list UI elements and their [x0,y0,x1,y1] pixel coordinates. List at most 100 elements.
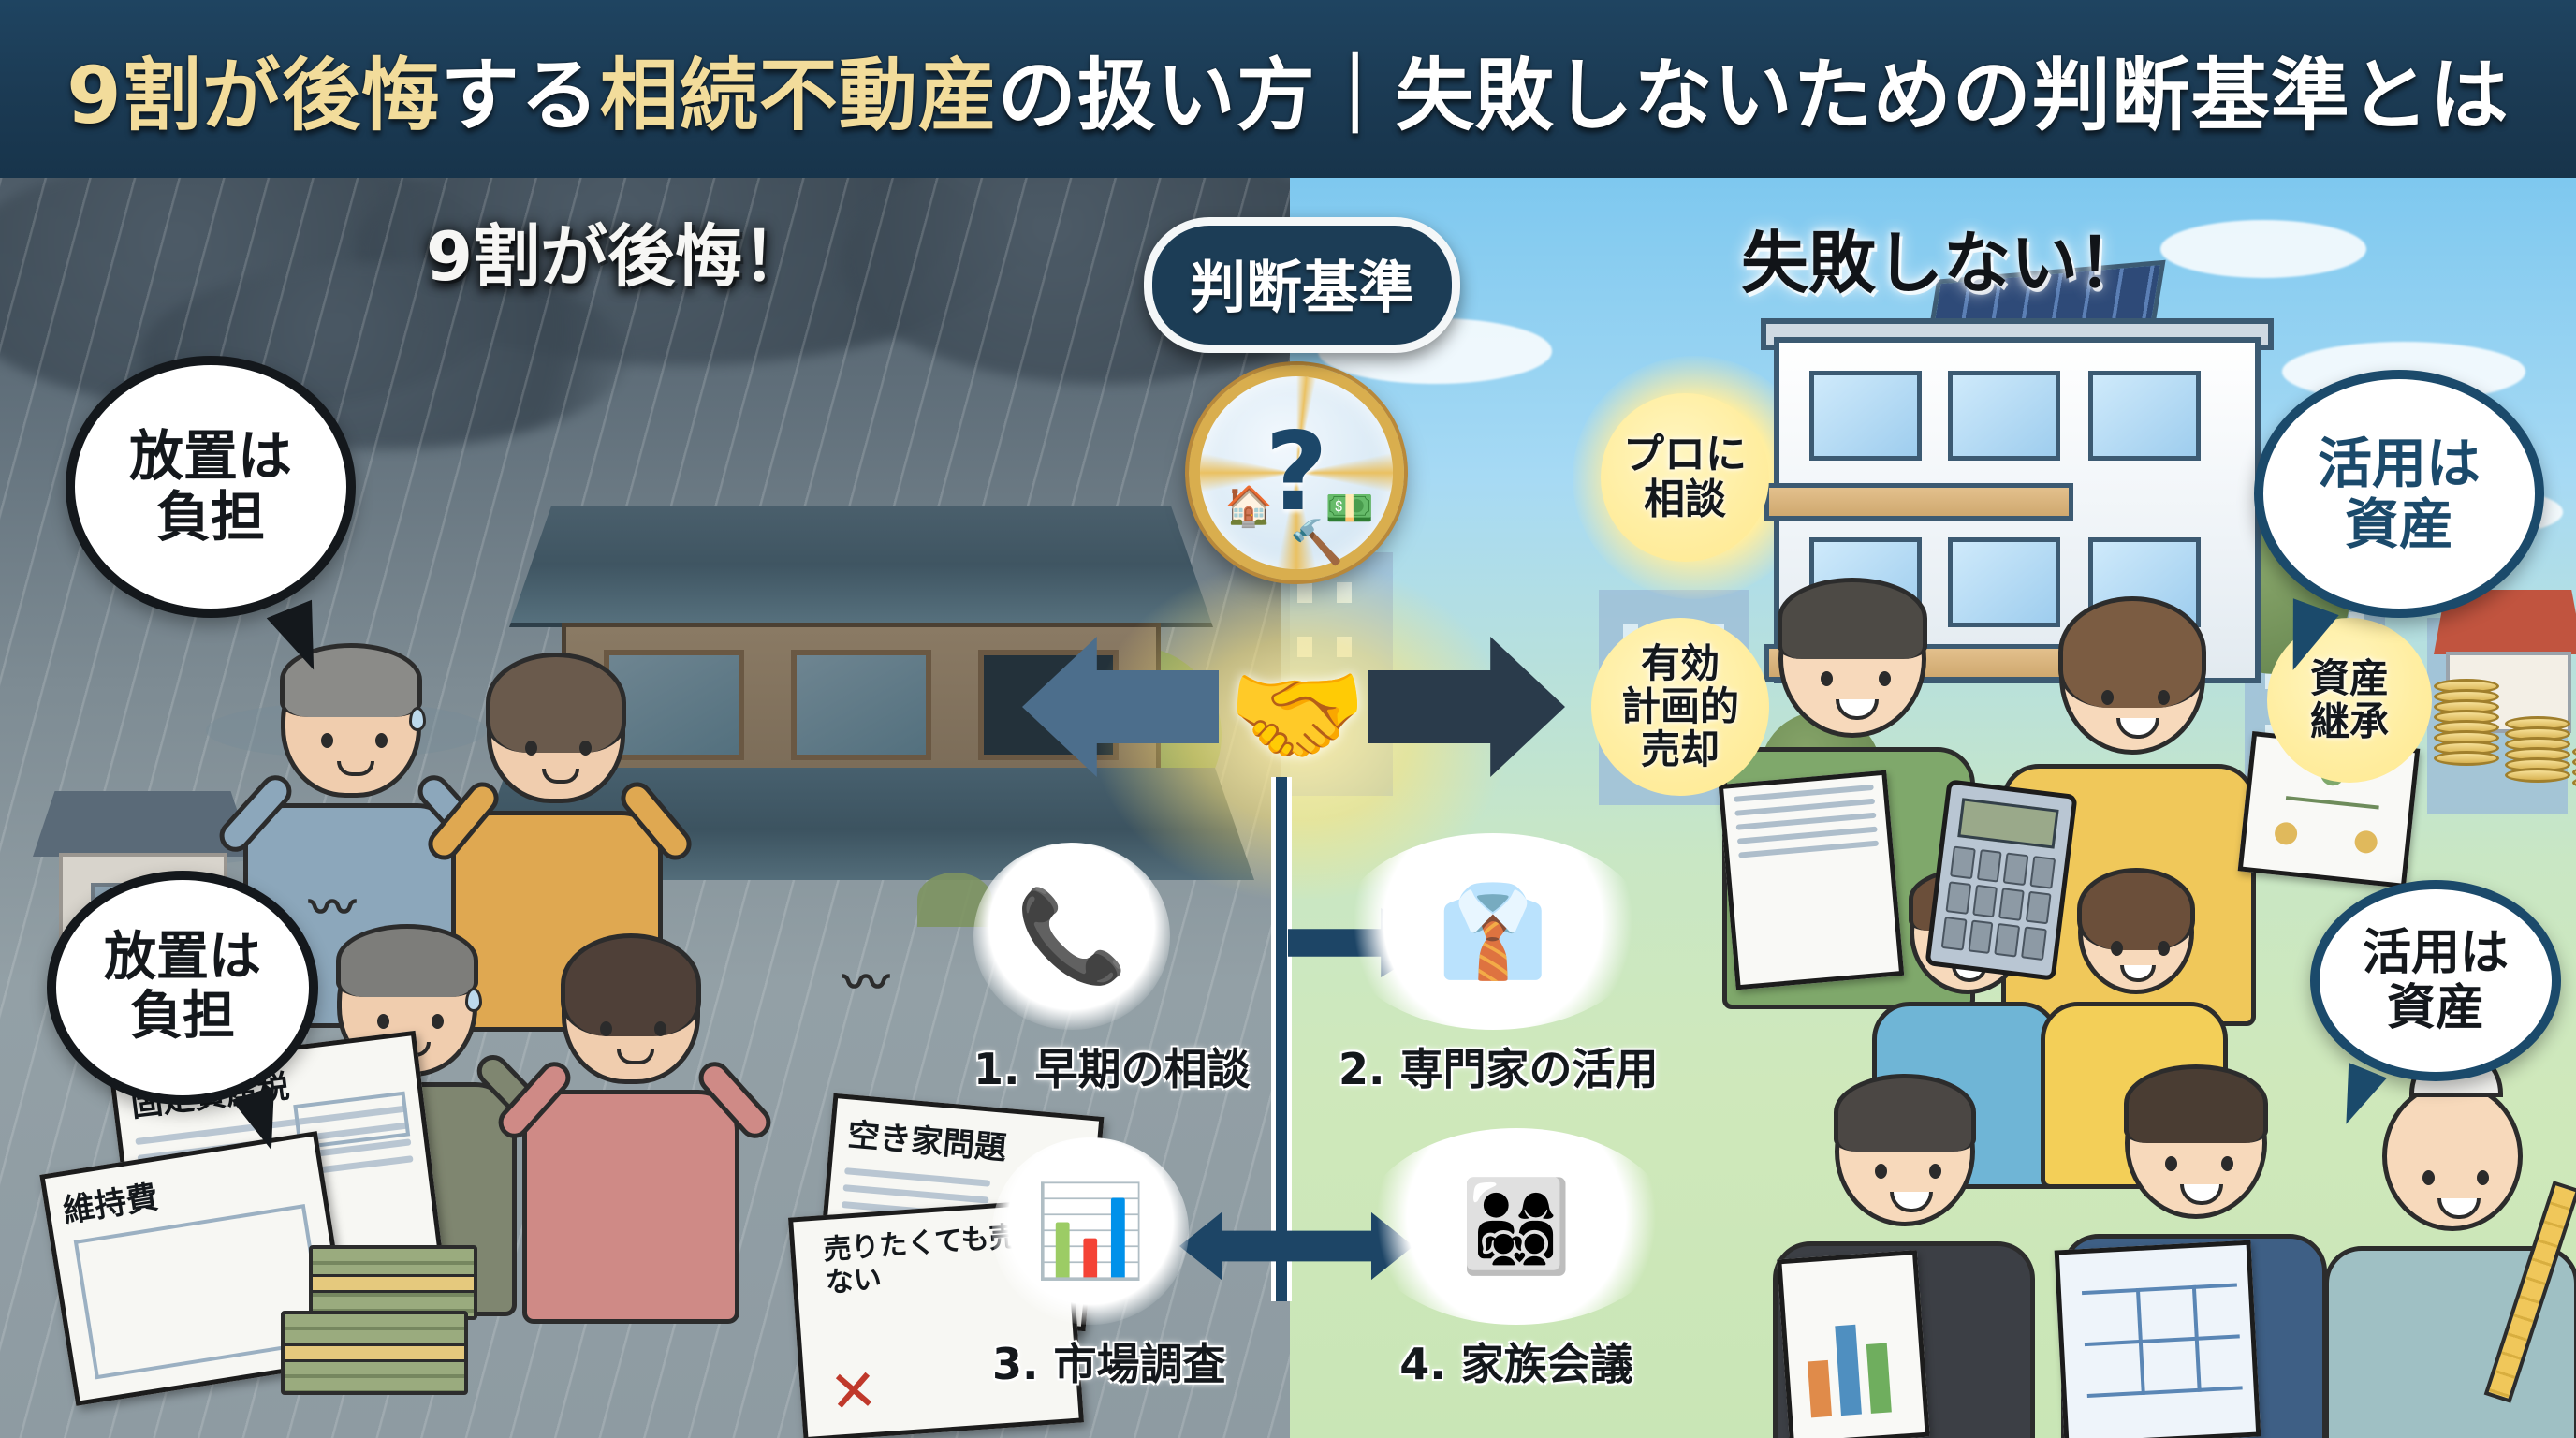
head-shape [2124,1064,2268,1219]
sweat-drop-icon [465,988,482,1012]
sweat-drop-icon [409,707,426,731]
worried-woman-lower [491,933,778,1324]
eye-shape [600,1021,612,1036]
torso-shape [522,1090,739,1324]
eye-shape [2158,941,2170,956]
gavel-icon: 🔨 [1290,517,1344,567]
bubble-line-2: 資産 [2344,492,2453,556]
stress-squiggle-icon: 〰 [309,881,356,935]
eye-shape [321,733,333,748]
torso-shape [451,811,663,1032]
head-shape [1834,1074,1976,1226]
calculator-screen [1957,798,2059,849]
flow-connector-line [1271,777,1292,1301]
hair-shape [486,653,626,753]
frown-shape [542,769,579,784]
smile-shape [2120,965,2156,982]
step-1-label: 1. 早期の相談 [973,1044,1251,1094]
head-shape [336,924,482,1077]
window-shape [1948,537,2060,627]
eye-shape [377,1014,389,1029]
eye-shape [432,1014,444,1029]
bar-shape [1807,1359,1833,1418]
judgement-criteria-badge: 判断基準 [1144,217,1460,353]
head-shape [2058,596,2206,755]
head-shape [561,933,701,1084]
blueprint-line [2084,1334,2240,1347]
market-research-icon: 📊 [992,1137,1189,1325]
happy-father-figure [1722,578,1975,1009]
cash-stack-icon [281,1311,468,1395]
step-3-label: 3. 市場調査 [992,1339,1226,1389]
bubble-line-2: 負担 [155,485,265,549]
eye-shape [1879,671,1891,686]
broken-window-icon [791,650,931,760]
badge-effective-planned-sale: 有効 計画的 売却 [1591,618,1769,796]
node-shape [2353,829,2378,855]
connector-shape [2285,796,2379,810]
badge-line-2: 継承 [2309,698,2389,744]
title-segment-2: する [440,49,600,141]
title-segment-1: 9割が後悔 [66,49,441,141]
eye-shape [525,741,537,756]
eye-shape [375,733,388,748]
node-shape [2273,821,2299,846]
phone-consult-icon: 📞 [973,843,1170,1030]
balcony-shape [1764,483,2073,521]
title-segment-3: 相続不動産 [599,49,998,141]
badge-consult-professional: プロに 相談 [1601,393,1769,562]
bubble-line-1: 活用は [2362,925,2509,982]
page-title: 9割が後悔する相続不動産の扱い方｜失敗しないための判断基準とは [66,33,2510,146]
step-1-early-consultation: 📞 1. 早期の相談 [973,843,1251,1097]
eye-shape [2422,1170,2435,1185]
eye-shape [1929,1164,1941,1179]
bar-shape [1835,1324,1862,1416]
smile-shape [2180,1184,2223,1205]
blueprint-line [2081,1283,2237,1296]
eye-shape [2111,941,2123,956]
eye-shape [2165,1156,2177,1171]
eye-shape [1821,671,1833,686]
hair-shape [336,924,478,997]
bubble-line-1: 活用は [2317,431,2481,495]
eye-shape [654,1021,666,1036]
badge-line-1: 有効 [1640,639,1720,686]
bubble-line-2: 負担 [130,986,235,1047]
handshake-icon: 🤝 [1227,651,1368,781]
calculator-keys [1941,845,2056,961]
eye-shape [2158,690,2170,705]
happy-mother-figure [2001,596,2256,1026]
judgement-criteria-medallion: ? 🏠 💵 🔨 [1189,365,1404,580]
hair-shape [2058,596,2206,708]
title-segment-4: の扱い方｜失敗しないための判断基準とは [997,49,2510,141]
blueprint-line [2086,1386,2243,1399]
experts-meeting-icon: 👔 [1339,833,1647,1030]
cloud-icon [2160,220,2366,278]
bar-chart-document-icon [1777,1250,1930,1438]
head-shape [2382,1047,2523,1231]
clipboard-document-icon [1718,770,1905,990]
bubble-left-neglect-burden-bottom: 放置は 負担 [47,871,318,1105]
cash-band-shape [285,1343,464,1363]
question-mark-icon: ? [1265,409,1328,536]
smile-shape [1890,1192,1933,1212]
bubble-line-1: 放置は [104,927,261,989]
step-4-family-meeting: 👨‍👩‍👧‍👦 4. 家族会議 [1362,1128,1671,1392]
smile-shape [2116,718,2159,739]
left-panel-heading: 9割が後悔！ [426,217,811,296]
eye-shape [1875,1164,1887,1179]
money-icon: 💵 [1325,485,1374,531]
window-shape [2088,371,2201,461]
eye-shape [2477,1170,2489,1185]
hair-shape [1778,578,1927,659]
hair-shape [2077,868,2195,950]
stress-squiggle-icon: 〰 [842,956,889,1010]
roof-shape [33,791,253,857]
bubble-line-2: 資産 [2386,979,2484,1036]
blueprint-icon [2054,1240,2261,1438]
red-cross-icon: ✕ [827,1355,881,1428]
step-2-use-experts: 👔 2. 専門家の活用 [1339,833,1659,1097]
hair-shape [561,933,701,1036]
house-icon: 🏠 [1224,483,1274,529]
